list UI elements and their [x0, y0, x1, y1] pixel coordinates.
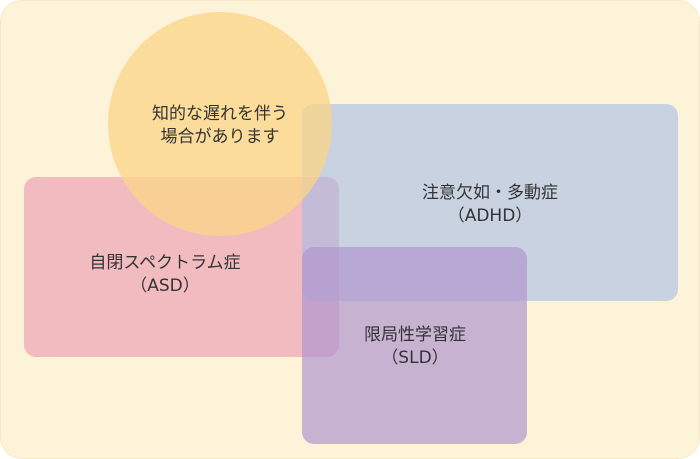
adhd-label-line2: （ADHD） [447, 206, 533, 226]
asd-label-line2: （ASD） [130, 276, 200, 296]
asd-label-line1: 自閉スペクトラム症 [89, 253, 241, 273]
intellectual-disability-label-line1: 知的な遅れを伴う [152, 104, 288, 124]
asd-label: 自閉スペクトラム症 （ASD） [60, 252, 270, 298]
adhd-label: 注意欠如・多動症 （ADHD） [395, 182, 585, 228]
sld-label-line2: （SLD） [381, 348, 449, 368]
intellectual-disability-circle [108, 12, 332, 236]
adhd-label-line1: 注意欠如・多動症 [422, 183, 558, 203]
sld-label: 限局性学習症 （SLD） [320, 324, 510, 370]
intellectual-disability-label: 知的な遅れを伴う 場合があります [120, 103, 320, 149]
sld-label-line1: 限局性学習症 [364, 325, 466, 345]
sld-region [302, 247, 527, 444]
intellectual-disability-label-line2: 場合があります [160, 127, 280, 147]
